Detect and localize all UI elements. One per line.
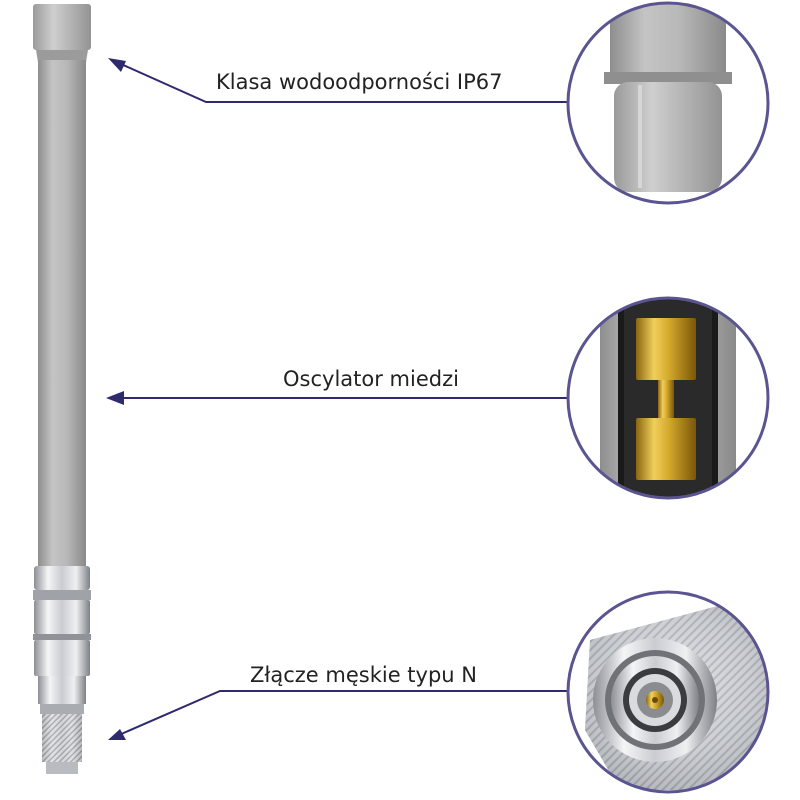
arrowhead-connector xyxy=(108,729,126,740)
antenna-radome xyxy=(38,60,86,568)
callout-lines xyxy=(111,59,572,739)
antenna-cap xyxy=(33,4,91,50)
callout-label-connector: Złącze męskie typu N xyxy=(250,663,477,687)
arrowhead-waterproof xyxy=(108,58,126,72)
antenna-metal-sleeve xyxy=(33,566,91,774)
n-type-connector-icon xyxy=(566,590,770,794)
callout-line-waterproof xyxy=(111,59,572,103)
antenna xyxy=(33,4,91,774)
callout-label-oscillator: Oscylator miedzi xyxy=(283,367,459,391)
antenna-cap-icon xyxy=(566,1,770,205)
arrowhead-oscillator xyxy=(106,391,124,405)
callout-arrowheads xyxy=(106,58,126,740)
copper-oscillator-icon xyxy=(566,296,770,500)
callout-label-waterproof: Klasa wodoodporności IP67 xyxy=(216,70,503,94)
callout-line-connector xyxy=(111,690,570,739)
